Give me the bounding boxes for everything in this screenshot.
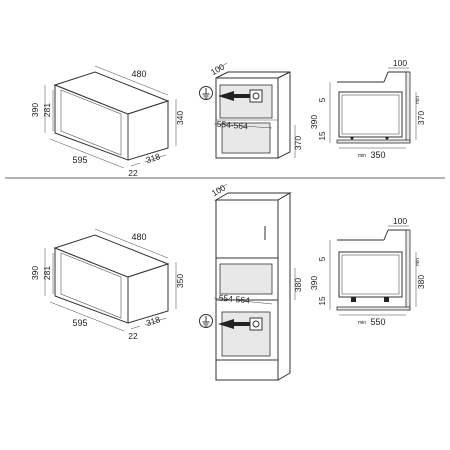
top-oven-offset-b-label: 318 — [145, 151, 162, 165]
top-side-base-depth-label: 350 — [370, 150, 385, 160]
bottom-side-top-depth-label: 100 — [393, 216, 407, 226]
top-oven-view: 480 390 281 340 595 22 318 — [30, 65, 185, 178]
top-side-inner-height-label: 370 — [416, 111, 426, 125]
top-side-min-label: min — [415, 96, 421, 104]
bottom-oven-front-width-label: 595 — [72, 318, 87, 328]
bottom-cabinet-niche-height-label: 380 — [293, 278, 303, 292]
top-side-gap-a-label: 5 — [318, 97, 327, 102]
ground-symbol-icon — [199, 86, 213, 100]
top-side-base-min-label: min — [358, 153, 366, 159]
top-oven-depth-label: 340 — [175, 111, 185, 125]
bottom-oven-offset-a-label: 22 — [128, 331, 138, 341]
bottom-cabinet-view: 100 554-564 380 — [199, 182, 303, 381]
bottom-oven-offset-b-label: 318 — [145, 314, 162, 328]
top-oven-height-inner-label: 281 — [42, 103, 52, 117]
top-side-section: 100 390 5 15 370 min min 350 — [309, 58, 426, 160]
bottom-side-inner-height-label: 380 — [416, 275, 426, 289]
bottom-oven-height-inner-label: 281 — [42, 266, 52, 280]
bottom-side-gap-a-label: 5 — [318, 256, 327, 261]
bottom-side-min-label: min — [415, 258, 421, 266]
top-cabinet-niche-width-label: 554-564 — [216, 119, 248, 132]
top-side-top-depth-label: 100 — [393, 58, 407, 68]
bottom-side-base-depth-label: 550 — [370, 317, 385, 327]
top-cabinet-niche-height-label: 370 — [293, 136, 303, 150]
bottom-oven-view: 480 390 281 350 595 22 318 — [30, 228, 185, 341]
top-oven-front-width-label: 595 — [72, 155, 87, 165]
top-oven-width-label: 480 — [131, 69, 146, 79]
bottom-cabinet-niche-width-label: 554-564 — [218, 293, 250, 306]
bottom-oven-depth-label: 350 — [175, 274, 185, 288]
bottom-oven-width-label: 480 — [131, 232, 146, 242]
ground-symbol-icon — [199, 314, 213, 328]
top-cabinet-view: 100 554-564 370 — [199, 61, 303, 159]
power-socket-icon — [249, 317, 263, 331]
top-side-height-label: 390 — [309, 115, 319, 129]
bottom-side-base-min-label: min — [358, 320, 366, 326]
bottom-side-height-label: 390 — [309, 276, 319, 290]
bottom-oven-height-outer-label: 390 — [30, 266, 40, 280]
top-oven-offset-a-label: 22 — [128, 168, 138, 178]
bottom-side-section: 100 390 5 15 380 min min 550 — [309, 216, 426, 327]
top-side-gap-b-label: 15 — [318, 131, 327, 140]
power-socket-icon — [249, 89, 263, 103]
bottom-side-gap-b-label: 15 — [318, 296, 327, 305]
top-oven-height-outer-label: 390 — [30, 103, 40, 117]
